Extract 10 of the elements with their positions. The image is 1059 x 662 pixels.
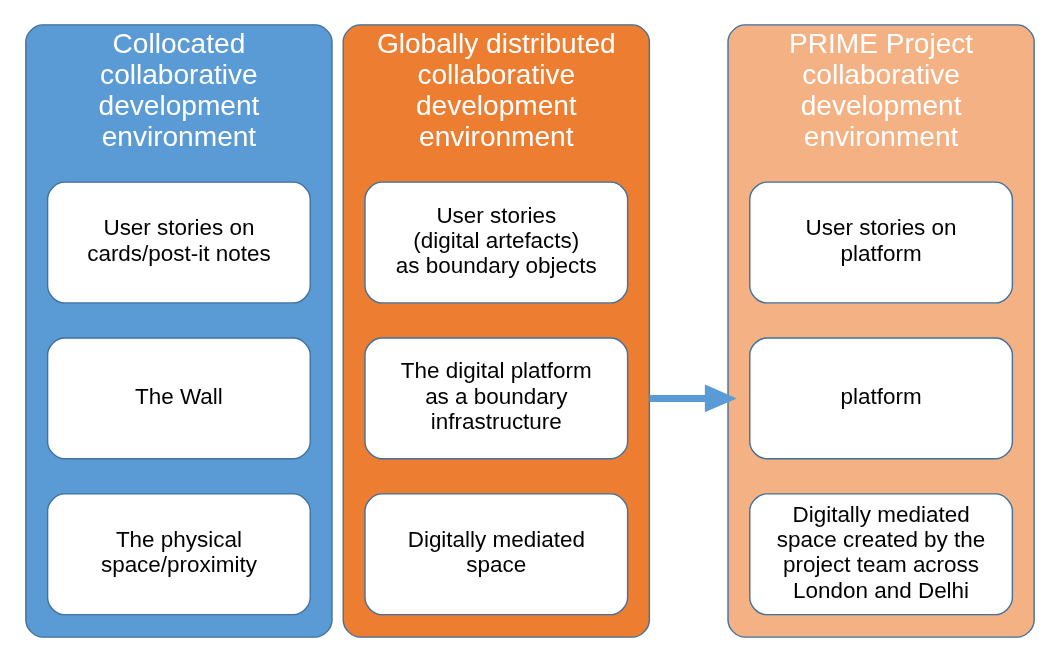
node-box: The digital platform as a boundary infrastructure bbox=[363, 337, 628, 460]
node-box: User stories on cards/post-it notes bbox=[46, 181, 311, 304]
node-box: The physical space/proximity bbox=[46, 493, 311, 616]
node-box: Digitally mediated space created by the project team across London and Delhi bbox=[748, 493, 1013, 616]
node-box: User stories on platform bbox=[748, 181, 1013, 304]
node-box: The Wall bbox=[46, 337, 311, 460]
node-box: Digitally mediated space bbox=[363, 493, 628, 616]
node-box: platform bbox=[748, 337, 1013, 460]
arrow bbox=[648, 384, 737, 413]
node-box: User stories (digital artefacts) as boundary objects bbox=[363, 181, 628, 304]
